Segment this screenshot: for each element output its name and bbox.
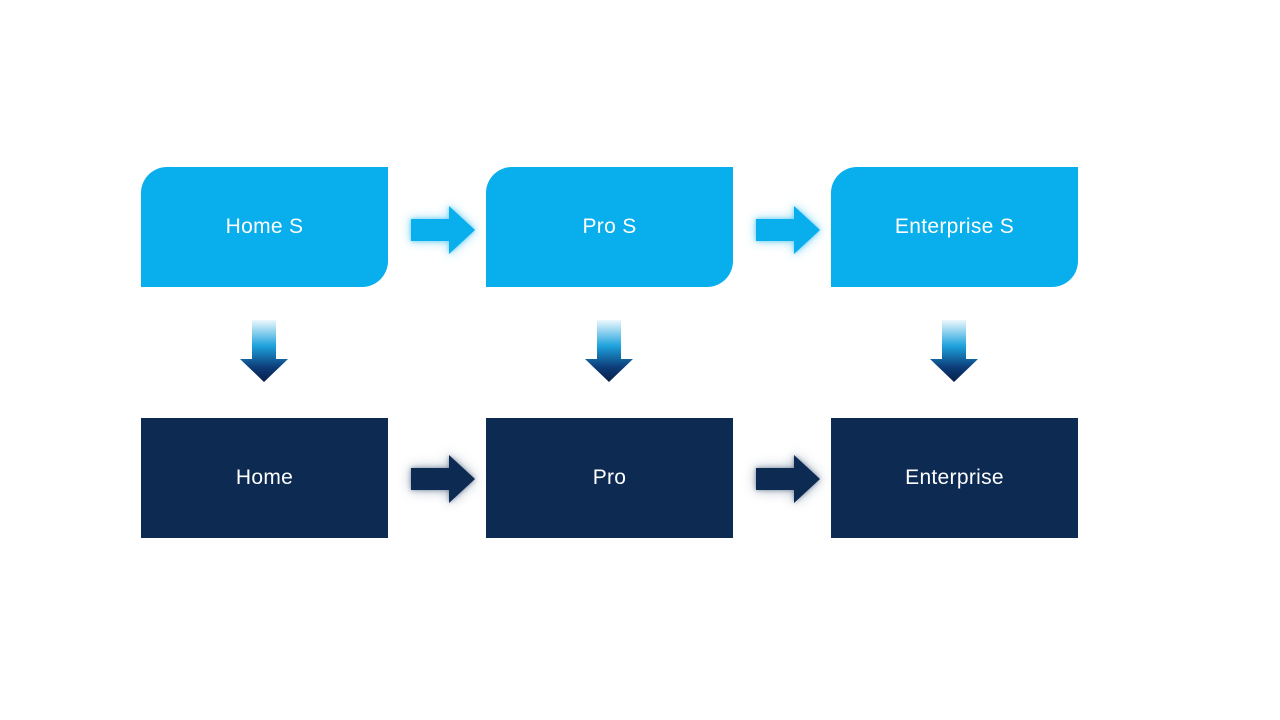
right-arrow-icon [411, 455, 475, 503]
right-arrow-icon [756, 206, 820, 254]
node-home-s[interactable]: Home S [141, 167, 388, 287]
node-home-s-label: Home S [225, 215, 304, 238]
right-arrow-icon [756, 455, 820, 503]
node-pro-label: Pro [592, 466, 627, 489]
node-pro[interactable]: Pro [486, 418, 733, 538]
down-arrow-icon [930, 320, 978, 382]
node-enterprise-label: Enterprise [905, 466, 1004, 489]
down-arrow-icon [240, 320, 288, 382]
right-arrow-icon [411, 206, 475, 254]
node-enterprise-s[interactable]: Enterprise S [831, 167, 1078, 287]
down-arrow-icon [585, 320, 633, 382]
node-enterprise-s-label: Enterprise S [894, 215, 1015, 238]
node-home-label: Home [235, 466, 294, 489]
node-pro-s[interactable]: Pro S [486, 167, 733, 287]
node-pro-s-label: Pro S [582, 215, 637, 238]
node-enterprise[interactable]: Enterprise [831, 418, 1078, 538]
node-home[interactable]: Home [141, 418, 388, 538]
